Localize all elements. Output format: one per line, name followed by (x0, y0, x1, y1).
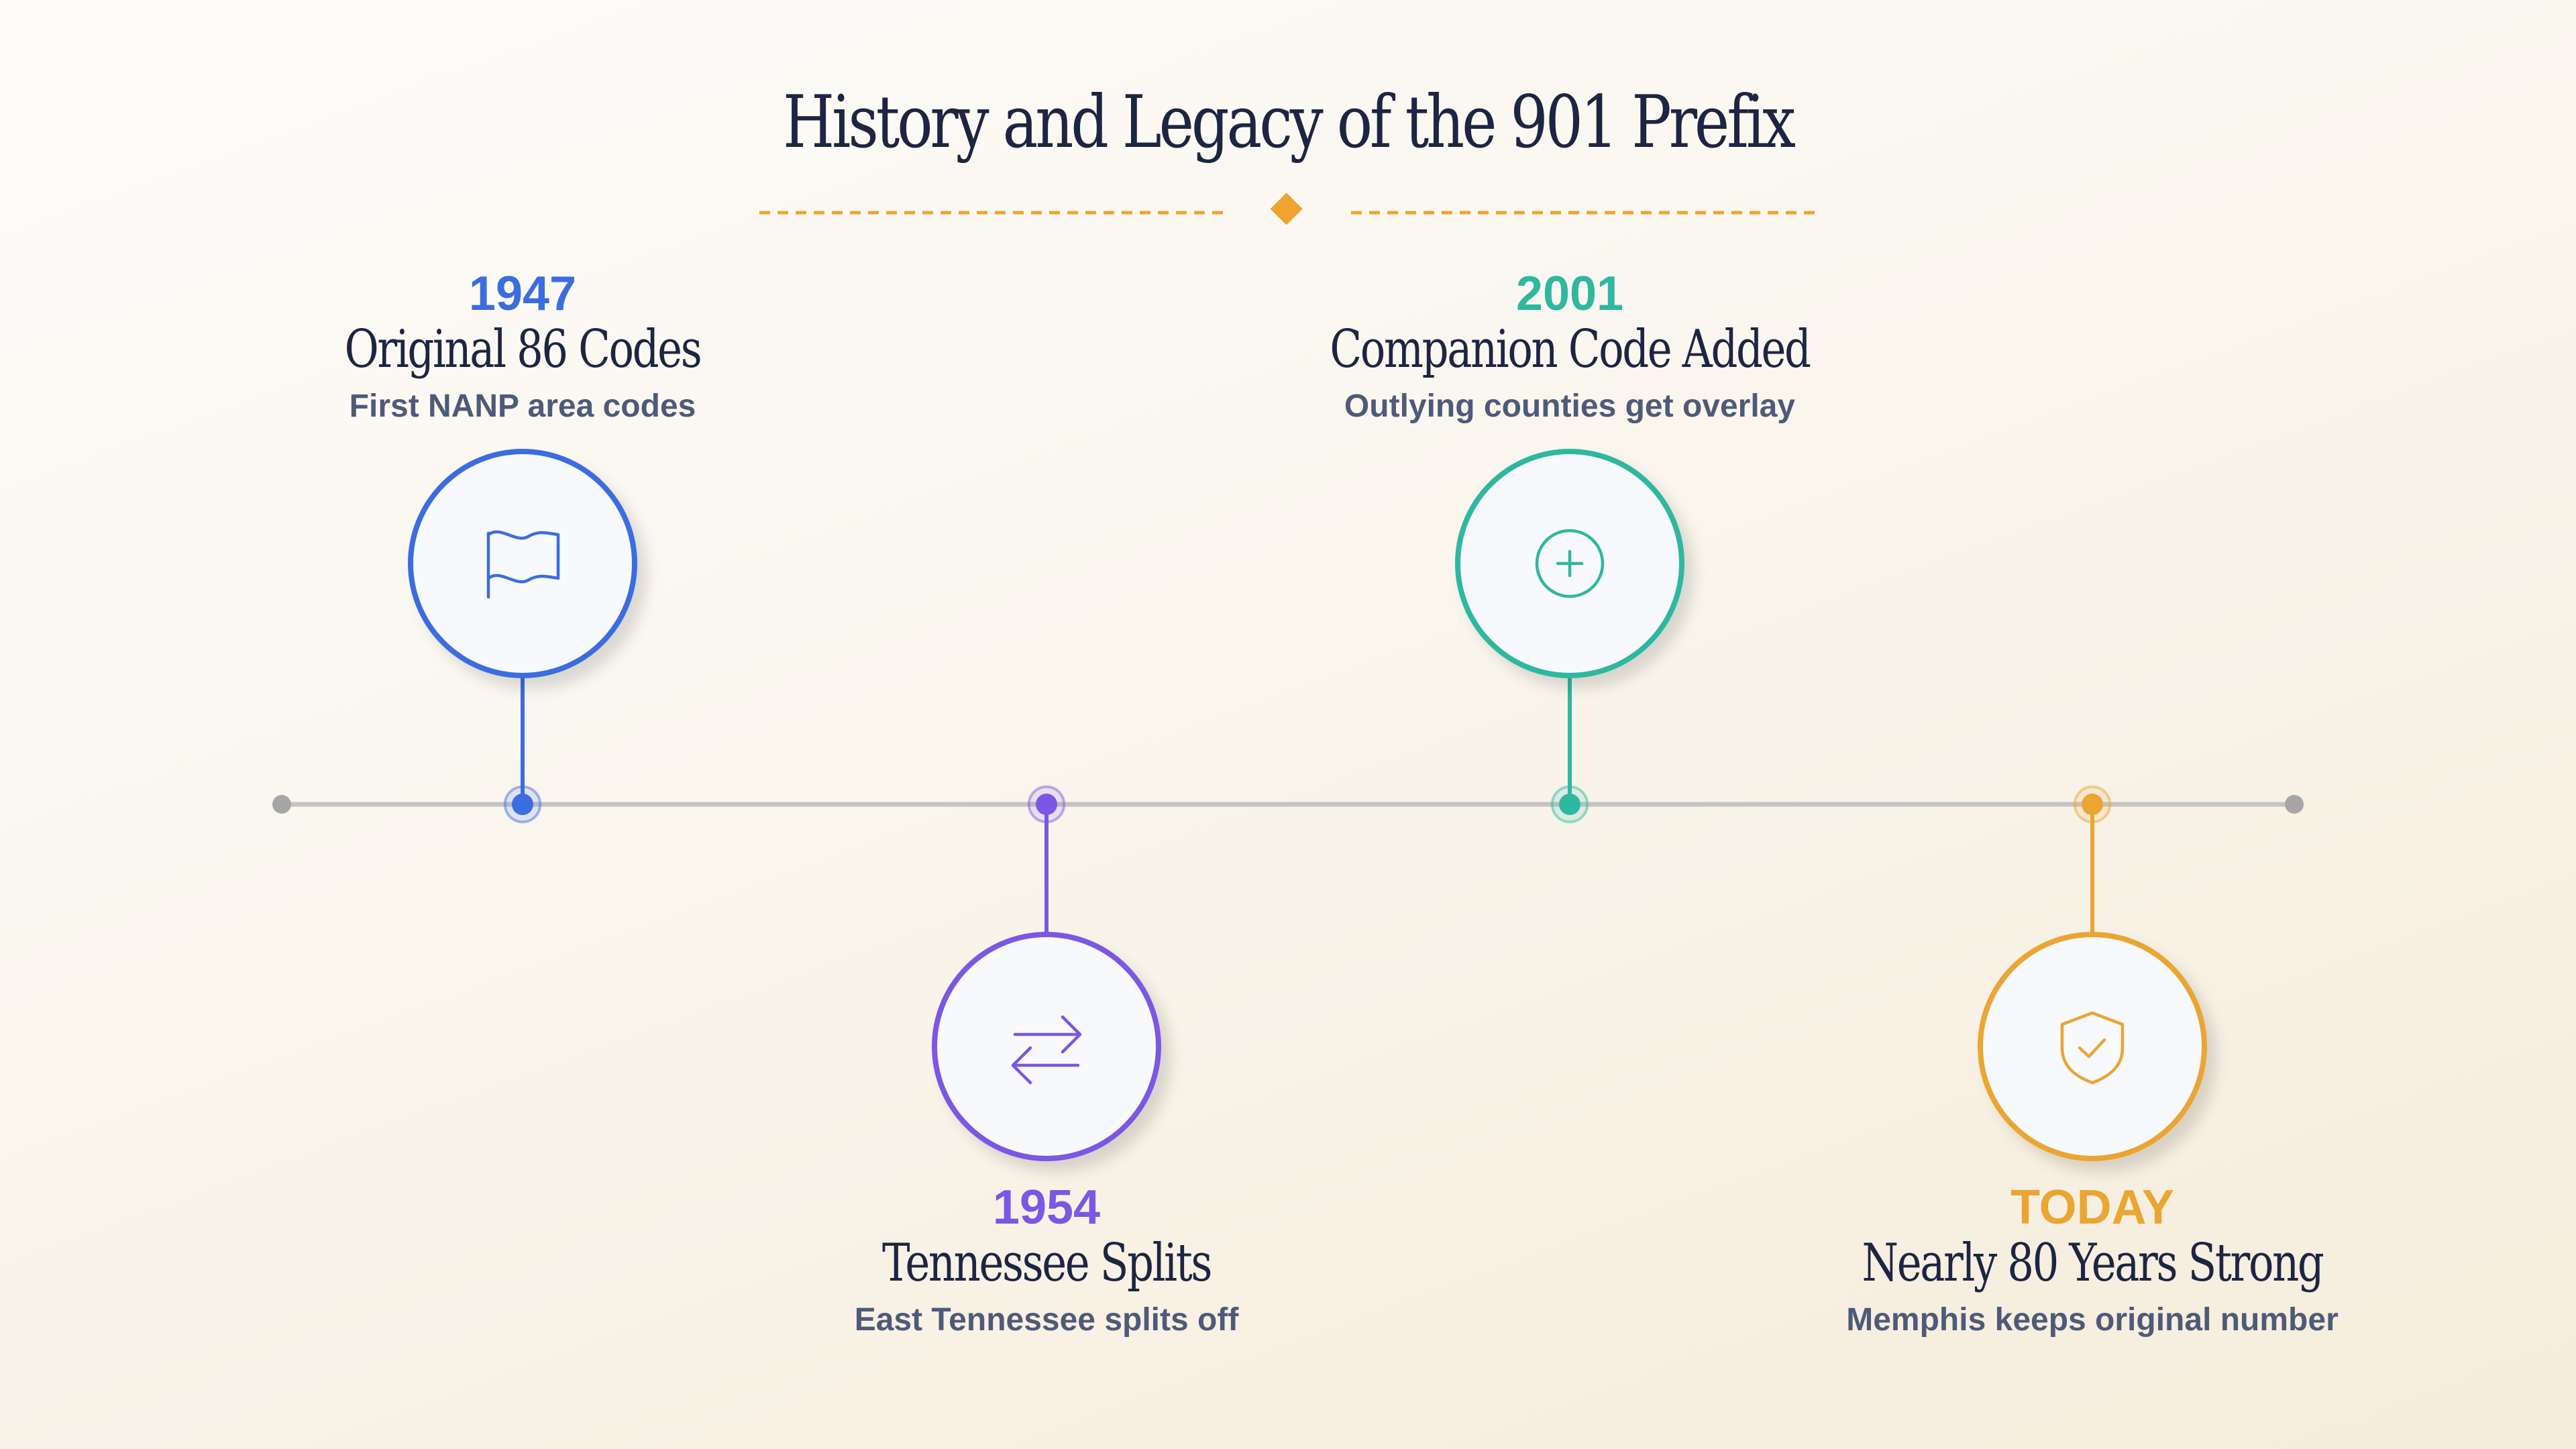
event-marker-dot (1559, 794, 1580, 815)
timeline-axis (272, 795, 2304, 814)
event-marker-dot (512, 794, 533, 815)
event-subtitle: East Tennessee splits off (854, 1302, 1239, 1338)
event-heading: Companion Code Added (1330, 319, 1811, 380)
event-year: 1947 (468, 267, 577, 321)
event-heading: Tennessee Splits (881, 1233, 1212, 1293)
event-marker-ring (1551, 786, 1589, 823)
timeline-event-3 (1455, 449, 1684, 824)
timeline-event-4 (1978, 785, 2207, 1161)
divider-diamond-icon (1270, 193, 1303, 225)
shield-check-icon (2060, 1011, 2125, 1085)
event-subtitle: Outlying counties get overlay (1344, 388, 1796, 424)
swap-arrows-icon (1011, 1015, 1082, 1085)
event-circle (1978, 932, 2207, 1161)
event-year: TODAY (2010, 1181, 2175, 1234)
axis-start-dot (272, 795, 291, 814)
timeline-event-2 (932, 785, 1161, 1161)
event-marker-dot (1036, 794, 1057, 815)
event-subtitle: First NANP area codes (349, 388, 696, 424)
timeline-event-1 (408, 449, 637, 824)
event-circle (932, 932, 1161, 1161)
event-marker-ring (2074, 786, 2111, 823)
event-subtitle: Memphis keeps original number (1846, 1302, 2339, 1338)
event-heading: Original 86 Codes (344, 319, 702, 380)
flag-icon (486, 530, 560, 599)
event-marker-ring (1028, 786, 1065, 823)
event-marker-dot (2082, 794, 2103, 815)
event-year: 1954 (992, 1181, 1101, 1234)
event-circle (408, 449, 637, 678)
page-title: History and Legacy of the 901 Prefix (783, 80, 1796, 164)
event-marker-ring (504, 786, 541, 823)
plus-circle-icon (1535, 529, 1605, 598)
event-heading: Nearly 80 Years Strong (1862, 1233, 2324, 1293)
event-year: 2001 (1515, 267, 1624, 321)
timeline-events (408, 449, 2207, 1161)
title-divider (759, 193, 1817, 225)
axis-end-dot (2285, 795, 2304, 814)
